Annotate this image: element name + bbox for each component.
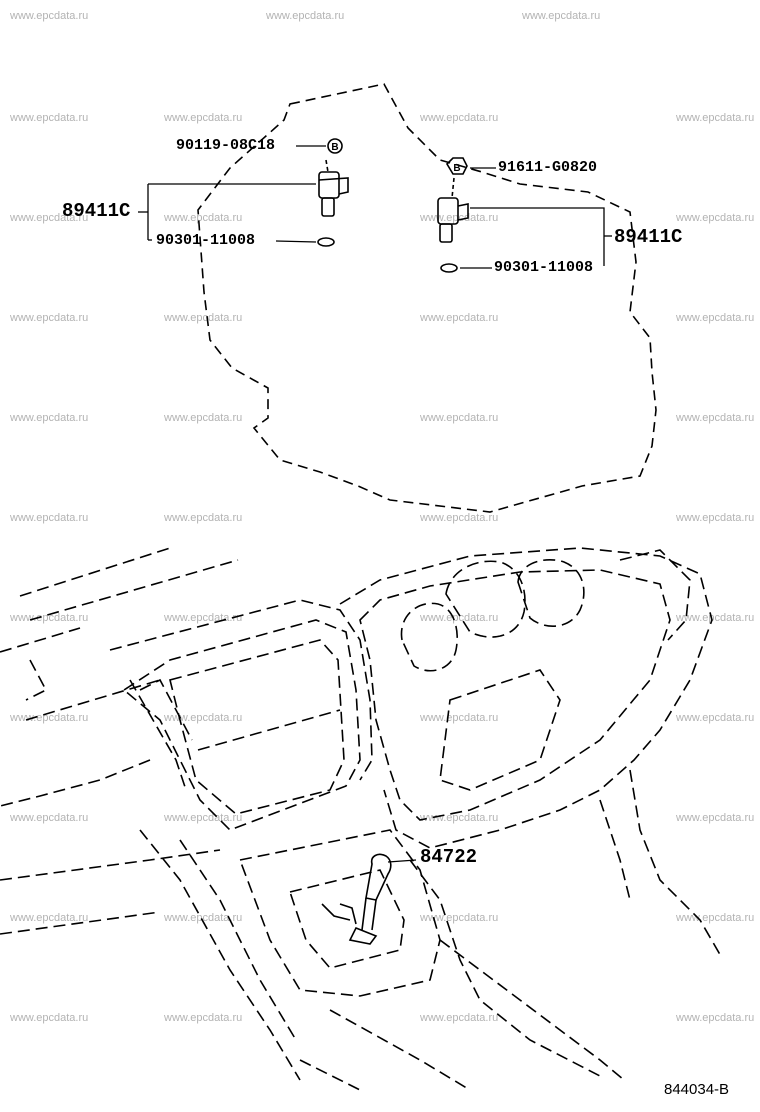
watermark-text: www.epcdata.ru (420, 712, 499, 724)
part-label-oring-left: 90301-11008 (156, 232, 256, 249)
dashboard-outline (0, 547, 723, 1091)
watermark-text: www.epcdata.ru (676, 112, 755, 124)
watermark-text: www.epcdata.ru (676, 512, 755, 524)
watermark-text: www.epcdata.ru (10, 612, 89, 624)
watermark-text: www.epcdata.ru (420, 212, 499, 224)
watermark-text: www.epcdata.ru (164, 812, 243, 824)
oring-left-shape (317, 237, 335, 247)
watermark-text: www.epcdata.ru (676, 212, 755, 224)
watermark-text: www.epcdata.ru (420, 612, 499, 624)
watermark-text: www.epcdata.ru (676, 312, 755, 324)
watermark-text: www.epcdata.ru (420, 1012, 499, 1024)
bolt-left-shape (327, 138, 343, 154)
watermark-text: www.epcdata.ru (10, 212, 89, 224)
bolt-right-shape (445, 157, 468, 175)
watermark-text: www.epcdata.ru (420, 412, 499, 424)
part-label-bolt-right: 91611-G0820 (498, 159, 598, 176)
part-label-bolt-upper: 90119-08C18 (176, 137, 276, 154)
watermark-text: www.epcdata.ru (10, 1012, 89, 1024)
watermark-text: www.epcdata.ru (10, 10, 89, 22)
watermark-text: www.epcdata.ru (10, 312, 89, 324)
watermark-text: www.epcdata.ru (266, 10, 345, 22)
part-label-sensor-right: 89411C (614, 226, 683, 248)
watermark-text: www.epcdata.ru (676, 412, 755, 424)
watermark-text: www.epcdata.ru (420, 812, 499, 824)
watermark-text: www.epcdata.ru (164, 912, 243, 924)
part-label-oring-right: 90301-11008 (494, 259, 594, 276)
watermark-text: www.epcdata.ru (676, 1012, 755, 1024)
watermark-text: www.epcdata.ru (164, 112, 243, 124)
watermark-text: www.epcdata.ru (164, 512, 243, 524)
diagram-code: 844034-B (664, 1081, 730, 1098)
part-label-knob: 84722 (420, 846, 478, 868)
watermark-text: www.epcdata.ru (676, 712, 755, 724)
watermark-text: www.epcdata.ru (522, 10, 601, 22)
watermark-text: www.epcdata.ru (164, 1012, 243, 1024)
watermark-text: www.epcdata.ru (676, 812, 755, 824)
speed-sensor-left-shape (318, 159, 349, 217)
watermark-text: www.epcdata.ru (10, 412, 89, 424)
shift-knob-shape (321, 853, 417, 945)
watermark-text: www.epcdata.ru (164, 312, 243, 324)
oring-right-shape (440, 263, 458, 273)
watermark-text: www.epcdata.ru (420, 312, 499, 324)
watermark-text: www.epcdata.ru (10, 512, 89, 524)
bolt-symbol-right: B (453, 163, 460, 174)
bolt-symbol-left: B (331, 142, 338, 153)
watermark-text: www.epcdata.ru (164, 212, 243, 224)
part-label-sensor-left: 89411C (62, 200, 131, 222)
watermark-text: www.epcdata.ru (420, 112, 499, 124)
watermark-text: www.epcdata.ru (10, 112, 89, 124)
watermark-text: www.epcdata.ru (676, 612, 755, 624)
watermark-text: www.epcdata.ru (10, 712, 89, 724)
watermark-text: www.epcdata.ru (164, 712, 243, 724)
watermark-text: www.epcdata.ru (420, 512, 499, 524)
watermark-text: www.epcdata.ru (164, 412, 243, 424)
speed-sensor-right-shape (437, 177, 469, 243)
transmission-housing-outline (197, 83, 657, 513)
watermark-text: www.epcdata.ru (420, 912, 499, 924)
watermark-text: www.epcdata.ru (10, 912, 89, 924)
watermark-text: www.epcdata.ru (10, 812, 89, 824)
